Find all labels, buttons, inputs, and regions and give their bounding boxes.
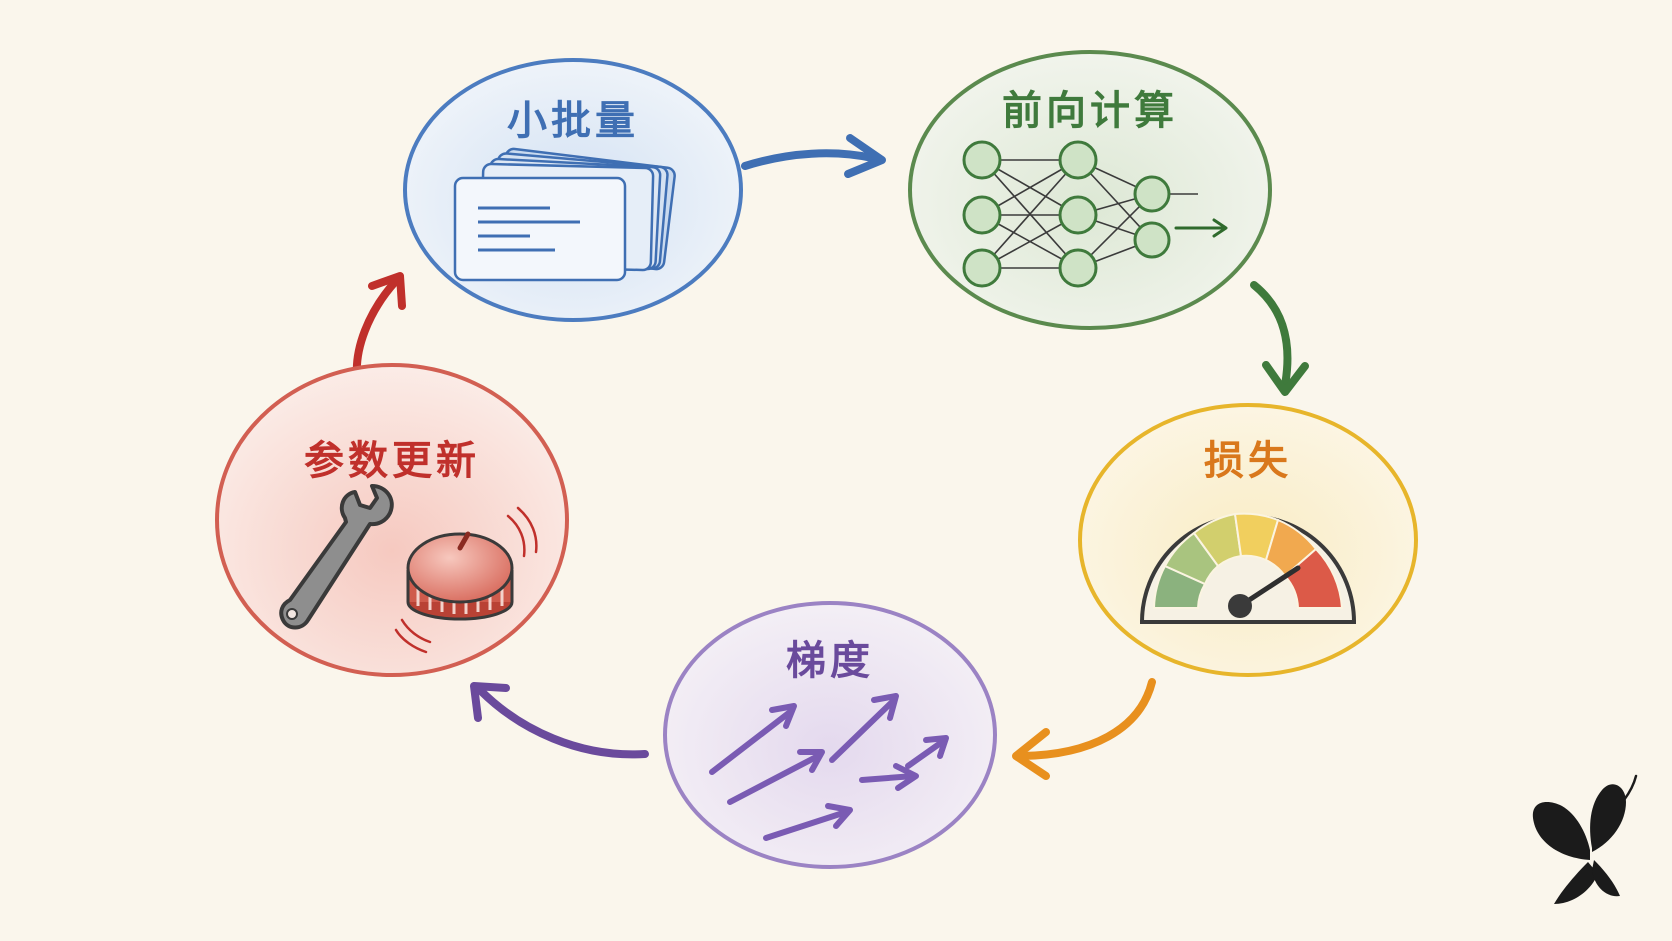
butterfly-logo-icon — [1532, 774, 1638, 904]
arrow-gradient-to-update — [470, 682, 649, 759]
gauge-meter-icon — [1139, 512, 1357, 624]
loss-label: 损失 — [1204, 438, 1292, 484]
arrow-loss-to-gradient — [1012, 678, 1156, 780]
wrench-icon — [279, 484, 394, 630]
adjustment-knob-icon — [394, 506, 538, 654]
gradient-arrows-icon — [709, 693, 949, 841]
gradient-label: 梯度 — [786, 638, 874, 684]
minibatch-label: 小批量 — [507, 98, 639, 144]
update-label: 参数更新 — [304, 438, 480, 484]
arrow-forward-to-loss — [1250, 281, 1309, 396]
node-minibatch: 小批量 — [403, 58, 743, 322]
arrow-minibatch-to-forward — [741, 134, 886, 178]
node-loss: 损失 — [1078, 403, 1418, 677]
neural-network-icon — [962, 140, 1228, 288]
card-stack-icon — [453, 147, 676, 282]
node-forward: 前向计算 — [908, 50, 1272, 330]
node-update: 参数更新 — [215, 363, 569, 677]
node-gradient: 梯度 — [663, 601, 997, 869]
forward-label: 前向计算 — [1002, 88, 1178, 134]
